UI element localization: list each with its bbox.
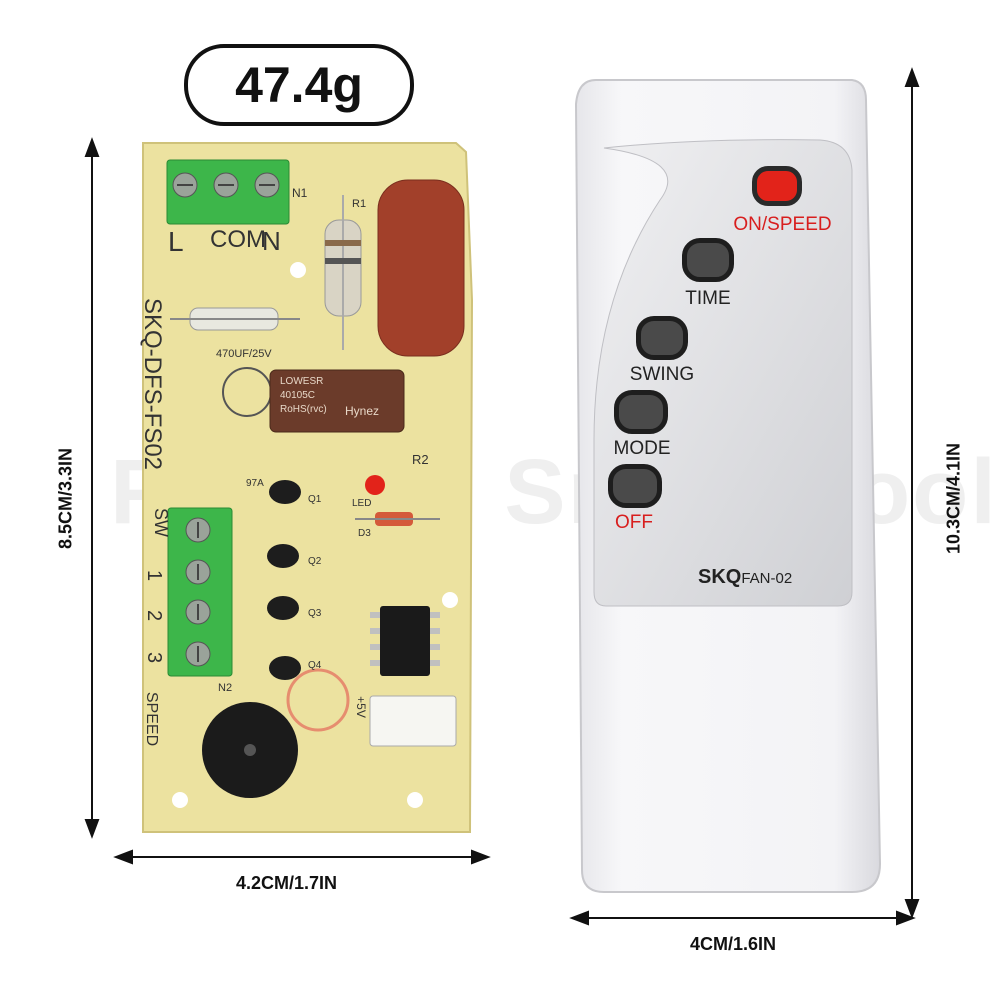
time-label: TIME	[685, 288, 731, 309]
part-led: LED	[352, 498, 372, 509]
swing-button[interactable]	[636, 316, 688, 360]
weight-badge: 47.4g	[184, 44, 414, 126]
remote-model-label: SKQFAN-02	[698, 566, 792, 589]
terminal-out-tag: N2	[218, 682, 233, 694]
terminal-label-n: N	[262, 226, 281, 256]
cap-text-4: Hynez	[345, 404, 380, 418]
part-d3: D3	[358, 528, 371, 539]
swing-label: SWING	[629, 364, 695, 385]
on-speed-label: ON/SPEED	[733, 214, 832, 235]
part-r1: R1	[352, 198, 367, 210]
remote-model-main: SKQ	[698, 566, 742, 588]
part-q4: Q4	[308, 660, 322, 671]
part-97a: 97A	[246, 478, 264, 489]
part-q1: Q1	[308, 494, 322, 505]
mode-button[interactable]	[614, 390, 668, 434]
cap-text-3: RoHS(rvc)	[280, 404, 327, 415]
remote-width-label: 4CM/1.6IN	[690, 934, 777, 954]
time-button[interactable]	[682, 238, 734, 282]
cap-rating-label: 470UF/25V	[216, 348, 272, 360]
terminal-label-l: L	[168, 226, 184, 257]
board-width-label: 4.2CM/1.7IN	[236, 873, 338, 893]
part-q2: Q2	[308, 556, 322, 567]
mode-label: MODE	[613, 438, 671, 459]
part-r2: R2	[412, 452, 429, 467]
terminal-label-com: COM	[210, 226, 266, 253]
terminal-in-tag: N1	[292, 186, 308, 200]
on-speed-button[interactable]	[752, 166, 802, 206]
part-q3: Q3	[308, 608, 322, 619]
cap-text-1: LOWESR	[280, 376, 324, 387]
off-button[interactable]	[608, 464, 662, 508]
off-label: OFF	[615, 512, 653, 533]
remote-model-sub: FAN-02	[741, 570, 793, 587]
cap-text-2: 40105C	[280, 390, 316, 401]
